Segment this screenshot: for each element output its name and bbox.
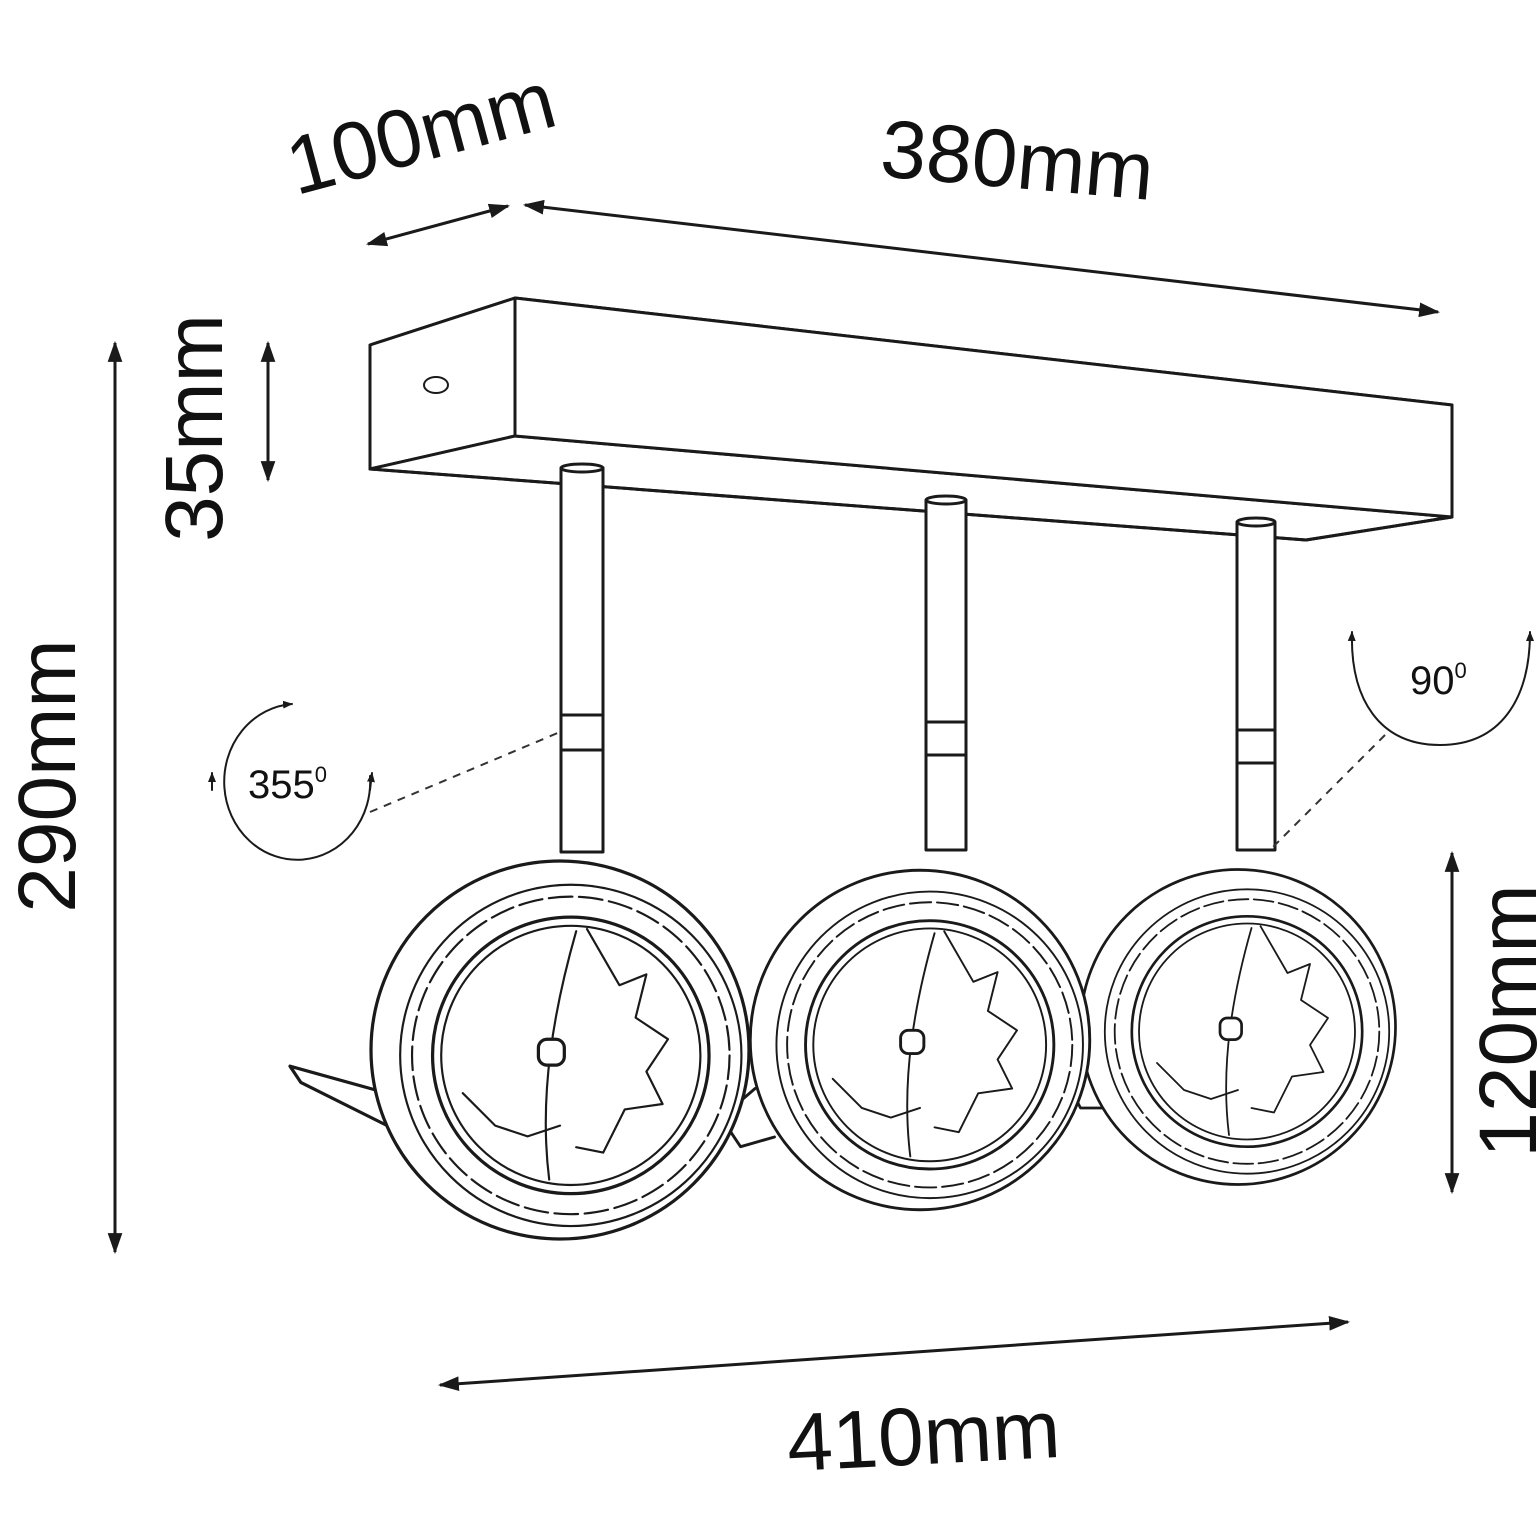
- depth-label: 100mm: [277, 54, 565, 213]
- led-ring: [1113, 898, 1381, 1165]
- base-height-label: 35mm: [149, 314, 240, 542]
- total-width-label: 410mm: [785, 1384, 1063, 1489]
- spotlight-head-1: [288, 859, 751, 1241]
- length-dimension-line: [522, 199, 1441, 318]
- total-height-label: 290mm: [2, 639, 93, 912]
- horizontal-rotation-label: 3550: [248, 762, 327, 807]
- ceiling-base-bar: [368, 296, 1454, 542]
- depth-dimension-line: [365, 203, 511, 247]
- total-width-dimension-line: [437, 1315, 1351, 1392]
- led-ring: [786, 901, 1074, 1189]
- spotlight-rod-3: [1235, 516, 1277, 852]
- spotlight-head-3: [1065, 868, 1397, 1186]
- vertical-rotation-indicator: [1269, 631, 1534, 851]
- vertical-rotation-label: 900: [1410, 658, 1467, 703]
- head-diameter-label: 120mm: [1463, 884, 1540, 1157]
- led-ring: [410, 895, 731, 1216]
- spotlight-rod-1: [559, 462, 605, 854]
- length-label: 380mm: [877, 103, 1157, 217]
- mounting-hole: [423, 376, 449, 394]
- spotlight-rod-2: [924, 494, 968, 852]
- spotlight-head-2: [719, 868, 1092, 1212]
- horizontal-rotation-indicator: [208, 700, 561, 861]
